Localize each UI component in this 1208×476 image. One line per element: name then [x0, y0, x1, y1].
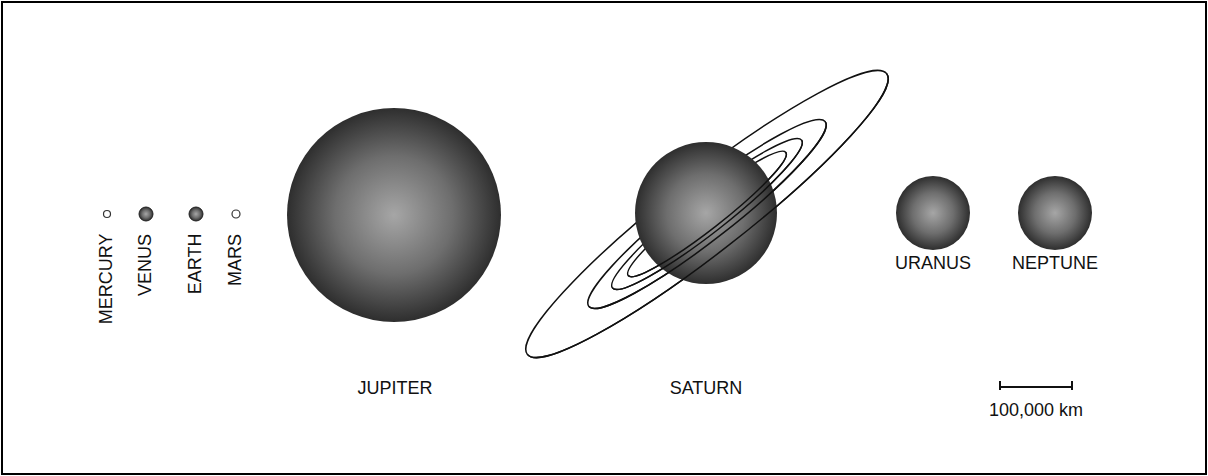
- earth-disc: [189, 207, 203, 221]
- planet-label: URANUS: [895, 254, 971, 274]
- mars-disc: [232, 210, 240, 218]
- jupiter-disc: [287, 108, 501, 322]
- planet-label: MARS: [226, 234, 246, 286]
- planet-label: MERCURY: [97, 234, 117, 325]
- venus-disc: [139, 207, 153, 221]
- planet-label: VENUS: [136, 234, 156, 296]
- mercury-disc: [104, 211, 111, 218]
- planet-label: EARTH: [186, 234, 206, 295]
- planet-label: JUPITER: [357, 379, 432, 399]
- neptune-disc: [1018, 176, 1092, 250]
- saturn-front-rings: [527, 74, 910, 385]
- scale-bar: [1000, 381, 1072, 390]
- planet-label: NEPTUNE: [1012, 254, 1098, 274]
- uranus-disc: [896, 176, 970, 250]
- planet-label: SATURN: [670, 379, 743, 399]
- saturn-figure: [504, 44, 910, 385]
- scale-label: 100,000 km: [989, 401, 1083, 421]
